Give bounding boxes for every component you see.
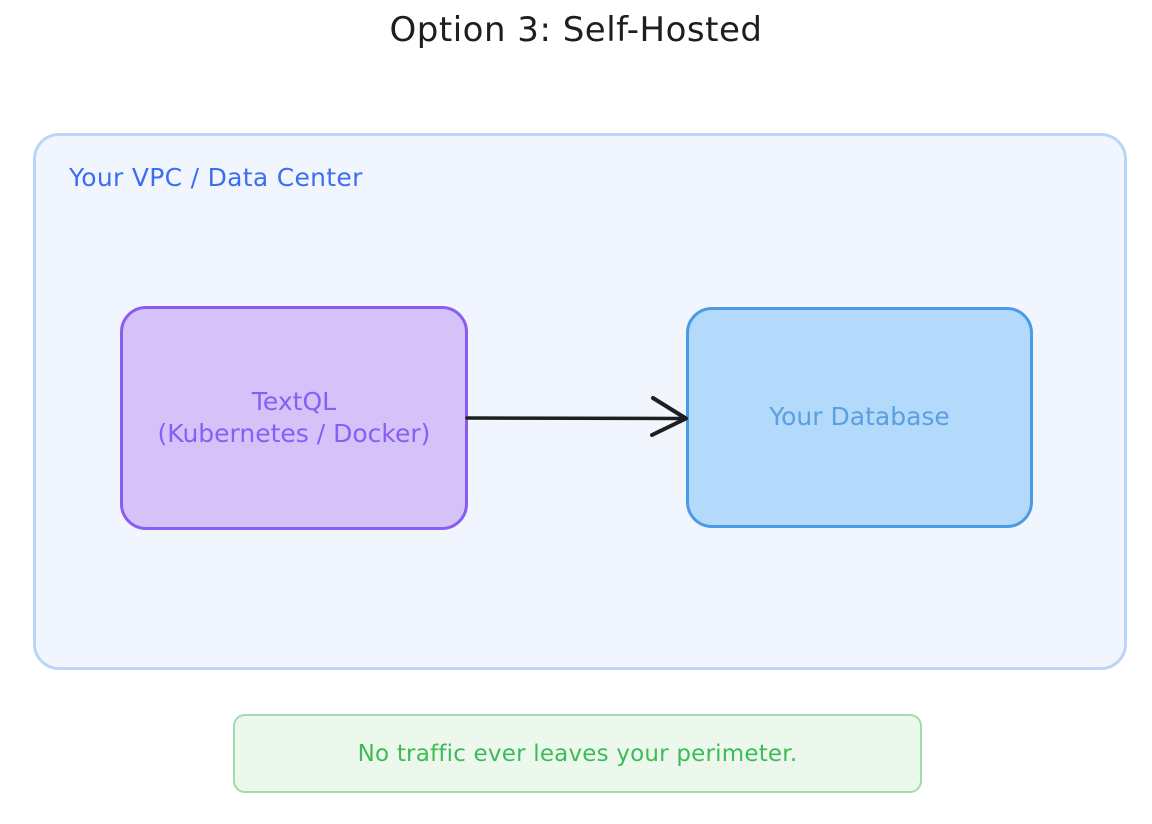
node-database[interactable]: Your Database bbox=[686, 307, 1033, 528]
node-textql-label: TextQL (Kubernetes / Docker) bbox=[158, 386, 431, 451]
node-database-label: Your Database bbox=[769, 402, 950, 432]
node-textql-line2: (Kubernetes / Docker) bbox=[157, 419, 431, 448]
note-text: No traffic ever leaves your perimeter. bbox=[357, 740, 798, 767]
vpc-container-label: Your VPC / Data Center bbox=[69, 163, 363, 192]
note-box: No traffic ever leaves your perimeter. bbox=[233, 714, 922, 793]
node-textql[interactable]: TextQL (Kubernetes / Docker) bbox=[120, 306, 468, 530]
node-textql-line1: TextQL bbox=[251, 386, 337, 416]
page-title: Option 3: Self-Hosted bbox=[389, 10, 763, 50]
